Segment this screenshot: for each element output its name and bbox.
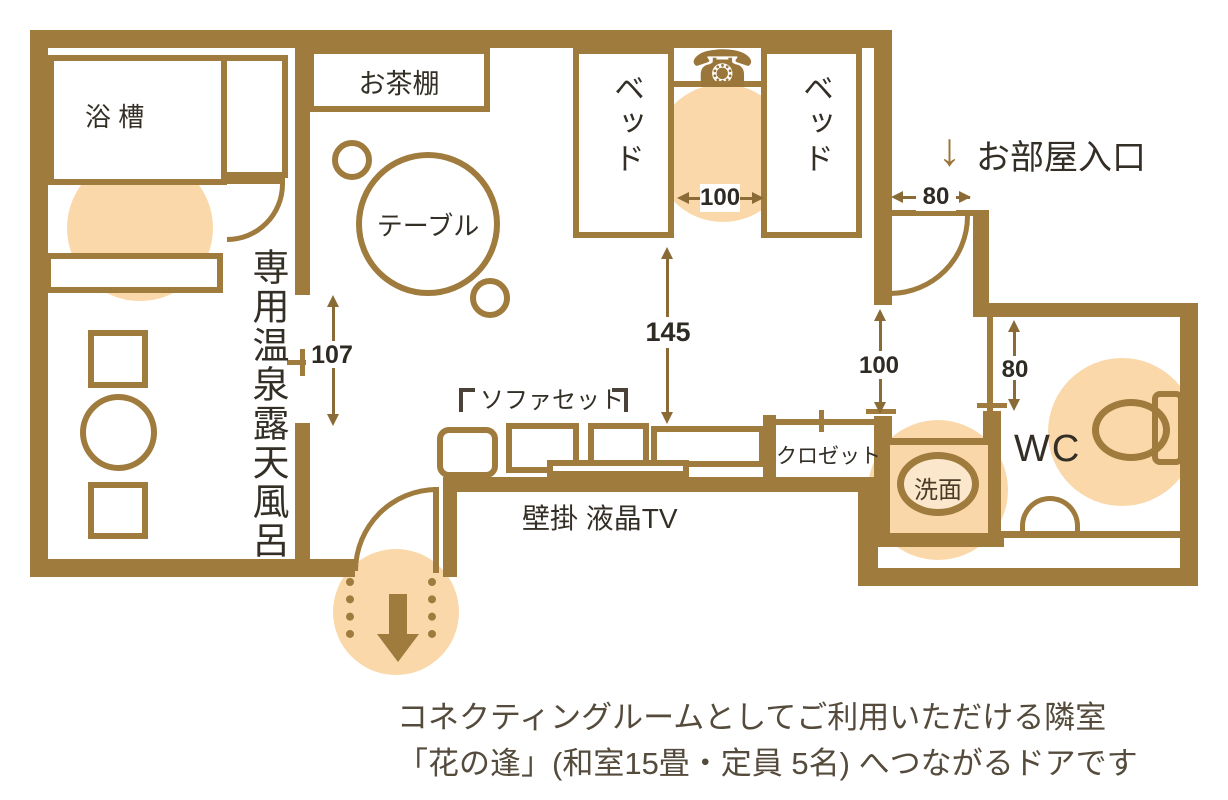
wall-wc-top <box>973 303 1198 317</box>
bath-stool-square-1 <box>88 330 148 388</box>
dim-bed-gap-arrow-right <box>752 192 764 204</box>
dim-bed-gap-line-left <box>688 197 702 200</box>
bed-right-label: ベッド <box>798 72 833 177</box>
dim-bath-door-label: 107 <box>306 341 358 370</box>
wc-corner-sink <box>1020 496 1080 533</box>
wc-door-line <box>987 317 993 411</box>
phone-icon: ☎ <box>690 41 755 99</box>
toilet-bowl <box>1092 399 1170 461</box>
chair-2 <box>470 278 510 318</box>
dim-bed-gap-label: 100 <box>700 184 741 212</box>
caption-line1: コネクティングルームとしてご利用いただける隣室 <box>397 700 1107 735</box>
bath-bench <box>45 253 223 293</box>
bath-shelf <box>221 55 288 178</box>
bath-stool-square-2 <box>88 482 148 539</box>
dim-room-length-line-bottom <box>666 348 669 414</box>
sofa-sideboard <box>651 426 765 467</box>
dim-wc-door-arrow-down <box>1008 399 1020 411</box>
wall-right-main-upper <box>874 30 892 305</box>
dim-wc-door-arrow-up <box>1008 320 1020 332</box>
private-onsen-label: 専用温泉露天風呂 <box>247 248 288 560</box>
wall-right-main-lower <box>874 416 892 533</box>
dim-bed-gap-arrow-left <box>677 192 689 204</box>
dim-wc-door-label: 80 <box>996 356 1034 384</box>
dim-entrance-line-left <box>902 196 916 199</box>
connecting-door-arc <box>353 487 437 571</box>
dim-corridor-arrow-down <box>874 402 886 414</box>
washbasin-label: 洗面 <box>914 477 962 504</box>
bath-door-leaf <box>227 178 285 184</box>
dim-wc-door-line-top <box>1013 330 1016 356</box>
table-label: テーブル <box>376 211 480 241</box>
entrance-door-leaf <box>890 210 973 216</box>
wall-bath-partition-upper <box>295 48 310 295</box>
wall-sofa <box>443 477 877 492</box>
wall-left <box>30 30 48 577</box>
tick-wc-door <box>977 403 1007 408</box>
dim-room-length-arrow-up <box>661 247 673 259</box>
dim-corridor-arrow-up <box>874 309 886 321</box>
toilet-tank <box>1152 391 1184 465</box>
wall-step <box>858 490 878 578</box>
bed-right-box <box>761 48 862 238</box>
wall-entry-jamb <box>973 210 989 317</box>
dim-entrance-arrow-left <box>891 191 903 203</box>
tea-shelf-box <box>308 48 490 112</box>
sofa-bracket-right <box>612 388 628 412</box>
closet-sliding-door <box>776 419 876 425</box>
bed-left-label: ベッド <box>609 72 644 177</box>
entrance-label: お部屋入口 <box>976 139 1146 177</box>
wall-right-outer <box>1180 303 1198 586</box>
wc-label: WC <box>1014 428 1082 470</box>
dim-bath-door-arrow-down <box>327 414 339 426</box>
nightstand <box>673 81 762 87</box>
wall-bath-partition-lower <box>295 423 310 559</box>
connecting-arrow-head <box>377 634 419 662</box>
wall-closet-left <box>763 415 776 477</box>
dim-bath-door-line-top <box>332 305 335 341</box>
bath-stool-round <box>80 394 157 471</box>
dim-entrance-arrow-right <box>959 191 971 203</box>
wc-window-line <box>1003 531 1180 538</box>
entrance-door-arc <box>890 216 970 296</box>
tea-shelf-label: お茶棚 <box>358 69 440 99</box>
wall-bottom-left <box>30 559 355 577</box>
table-round <box>356 152 500 296</box>
closet-label: クロゼット <box>776 445 881 468</box>
caption-line2: 「花の逢」(和室15畳・定員 5名) へつながるドアです <box>397 746 1138 781</box>
tick-bath-opening-v <box>300 349 305 376</box>
washbasin-bowl <box>897 452 979 516</box>
washbasin-counter-edge <box>886 438 992 445</box>
bathtub-label: 浴 槽 <box>85 102 145 132</box>
connecting-dotted-left <box>346 578 354 638</box>
sofa-armchair <box>437 427 498 478</box>
wall-top <box>30 30 892 48</box>
dim-entrance-label: 80 <box>916 183 956 211</box>
entrance-arrow-icon: ↓ <box>938 123 961 175</box>
bed-left-box <box>573 48 674 238</box>
tick-closet-door <box>819 410 824 432</box>
sofa-bracket-left <box>459 388 475 412</box>
dim-corridor-label: 100 <box>856 352 902 380</box>
sofa-table <box>547 460 689 477</box>
wall-under-washbasin <box>858 531 1004 547</box>
wall-bottom-right <box>858 568 1198 586</box>
dim-room-length-label: 145 <box>643 317 693 348</box>
chair-1 <box>332 140 372 180</box>
dim-room-length-arrow-down <box>661 412 673 424</box>
dim-bath-door-line-bottom <box>332 368 335 416</box>
dim-bath-door-arrow-up <box>327 295 339 307</box>
bathtub <box>48 55 227 185</box>
sofa-set-label: ソファセット <box>480 387 624 414</box>
bath-door-arc <box>227 184 285 242</box>
dim-room-length-line-top <box>666 257 669 317</box>
wall-door-jamb <box>443 477 457 577</box>
dim-corridor-line-bottom <box>879 379 882 405</box>
dim-wc-door-line-bottom <box>1013 380 1016 402</box>
dim-corridor-line-top <box>879 319 882 351</box>
connecting-dotted-right <box>428 578 436 638</box>
dim-bed-gap-line-right <box>740 197 754 200</box>
connecting-arrow-stem <box>389 594 407 636</box>
tv-label: 壁掛 液晶TV <box>522 503 678 534</box>
